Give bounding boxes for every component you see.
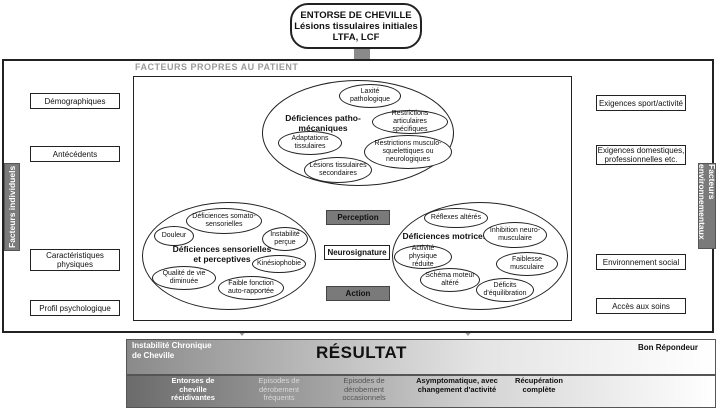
lesions-secondaires-oval: Lésions tissulaires secondaires: [304, 157, 372, 183]
motrices-title: Déficiences motrices: [402, 231, 488, 241]
somato-oval: Déficiences somato-sensorielles: [186, 208, 262, 234]
laxite-oval: Laxité pathologique: [339, 84, 401, 108]
outcome-5: Récupération complète: [515, 376, 563, 394]
profil-label: Profil psychologique: [30, 300, 120, 316]
outcome-4: Asymptomatique, avec changement d'activi…: [416, 376, 498, 394]
entorse-box: ENTORSE DE CHEVILLE Lésions tissulaires …: [290, 3, 422, 49]
caracteristiques-label: Caractéristiques physiques: [30, 249, 120, 271]
deficits-oval: Déficits d'équilibration: [476, 278, 534, 302]
faible-fonction-oval: Faible fonction auto-rapportée: [218, 276, 284, 300]
exigences-sport-label: Exigences sport/activité: [596, 95, 686, 111]
entorse-ligaments: LTFA, LCF: [332, 31, 380, 43]
kinesiophobie-oval: Kinésiophobie: [252, 255, 306, 273]
entorse-title: ENTORSE DE CHEVILLE: [300, 9, 412, 21]
action-box: Action: [326, 286, 390, 301]
instabilite-percue-oval: Instabilité perçue: [262, 227, 308, 251]
patho-title: Déficiences patho-mécaniques: [285, 113, 361, 133]
resultat-band: [126, 339, 716, 375]
activite-reduite-oval: Activité physique réduite: [394, 245, 452, 269]
reflexes-oval: Réflexes altérés: [424, 208, 488, 228]
bon-repondeur-label: Bon Répondeur: [638, 343, 698, 352]
facteurs-title: FACTEURS PROPRES AU PATIENT: [135, 62, 299, 72]
neurosignature-box: Neurosignature: [324, 245, 390, 260]
environnement-social-label: Environnement social: [596, 254, 686, 270]
restrictions-musculo-oval: Restrictions musculo-squelettiques ou ne…: [364, 135, 452, 169]
demographiques-label: Démographiques: [30, 93, 120, 109]
restrictions-articulaires-oval: Restrictions articulaires spécifiques: [372, 110, 448, 134]
faiblesse-oval: Faiblesse musculaire: [496, 252, 558, 276]
facteurs-individuels-bar: Facteurs individuels: [4, 163, 20, 251]
inhibition-oval: Inhibition neuro-musculaire: [483, 222, 547, 248]
exigences-domestiques-label: Exigences domestiques, professionnelles …: [596, 145, 686, 165]
outcome-1: Entorses de cheville récidivantes: [171, 376, 215, 402]
douleur-oval: Douleur: [154, 226, 194, 246]
perception-box: Perception: [326, 210, 390, 225]
entorse-subtitle: Lésions tissulaires initiales: [294, 20, 418, 32]
acces-soins-label: Accès aux soins: [596, 298, 686, 314]
facteurs-environnementaux-bar: Facteurs environnementaux: [697, 163, 717, 249]
adaptations-oval: Adaptations tissulaires: [278, 131, 342, 155]
outcome-3: Episodes de dérobement occasionnels: [342, 376, 386, 402]
outcomes-band: [126, 375, 716, 408]
antecedents-label: Antécédents: [30, 146, 120, 162]
sensorielles-title: Déficiences sensorielles et perceptives: [172, 244, 272, 264]
schema-moteur-oval: Schéma moteur altéré: [420, 268, 480, 292]
resultat-title: RÉSULTAT: [316, 343, 407, 362]
instabilite-chronique-label: Instabilité Chronique de Cheville: [132, 341, 212, 360]
outcome-2: Episodes de dérobement fréquents: [258, 376, 300, 402]
qualite-vie-oval: Qualité de vie diminuée: [152, 266, 216, 290]
